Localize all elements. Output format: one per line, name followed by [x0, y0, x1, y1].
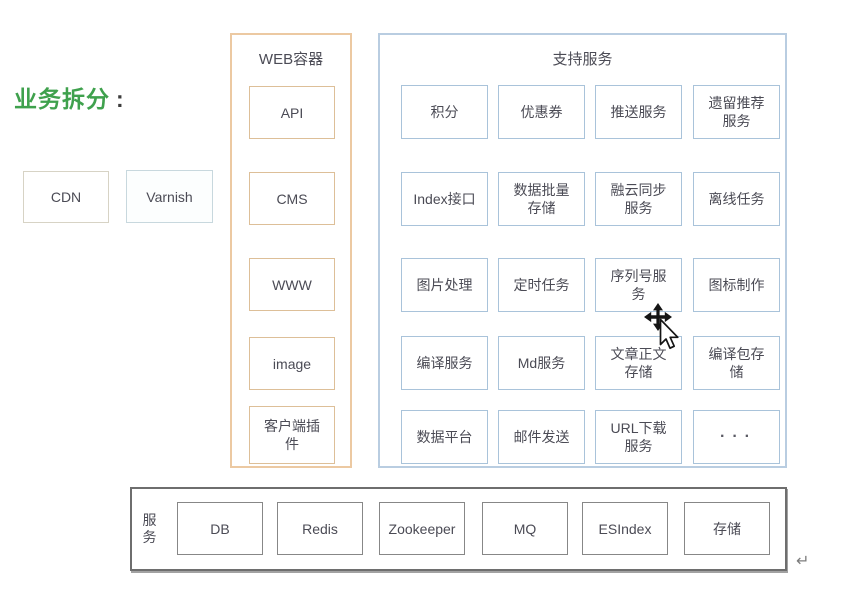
- support-box-ellipsis: ···: [693, 410, 780, 464]
- support-box-push-service: 推送服务: [595, 85, 682, 139]
- support-box-points: 积分: [401, 85, 488, 139]
- support-box-icon-making: 图标制作: [693, 258, 780, 312]
- infra-box-zookeeper: Zookeeper: [379, 502, 465, 555]
- support-box-coupon: 优惠券: [498, 85, 585, 139]
- node-cdn: CDN: [23, 171, 109, 223]
- web-box-cms: CMS: [249, 172, 335, 225]
- support-box-batch-storage: 数据批量存储: [498, 172, 585, 226]
- support-box-package-storage: 编译包存储: [693, 336, 780, 390]
- group-support-services-title: 支持服务: [552, 51, 613, 68]
- services-layer-label: 服务: [142, 512, 157, 545]
- support-box-rongcloud-sync: 融云同步服务: [595, 172, 682, 226]
- web-box-image: image: [249, 337, 335, 390]
- support-box-url-download: URL下载服务: [595, 410, 682, 464]
- group-web-container: WEB容器 API CMS WWW image 客户端插件: [230, 33, 352, 468]
- support-box-email-sending: 邮件发送: [498, 410, 585, 464]
- infra-box-storage: 存储: [684, 502, 770, 555]
- support-box-data-platform: 数据平台: [401, 410, 488, 464]
- web-box-client-plugin: 客户端插件: [249, 406, 335, 464]
- support-box-legacy-recommend: 遗留推荐服务: [693, 85, 780, 139]
- web-box-api: API: [249, 86, 335, 139]
- page-title-text: 业务拆分: [14, 86, 110, 112]
- support-box-serial-number: 序列号服务: [595, 258, 682, 312]
- support-box-compile-service: 编译服务: [401, 336, 488, 390]
- infra-box-db: DB: [177, 502, 263, 555]
- support-box-md-service: Md服务: [498, 336, 585, 390]
- support-box-article-storage: 文章正文存储: [595, 336, 682, 390]
- group-web-container-title: WEB容器: [258, 51, 324, 68]
- web-box-www: WWW: [249, 258, 335, 311]
- group-services-layer: 服务 DB Redis Zookeeper MQ ESIndex 存储: [130, 487, 787, 571]
- return-symbol: ↵: [796, 553, 810, 570]
- node-varnish: Varnish: [126, 170, 213, 223]
- infra-box-esindex: ESIndex: [582, 502, 668, 555]
- infra-box-redis: Redis: [277, 502, 363, 555]
- support-box-index-api: Index接口: [401, 172, 488, 226]
- support-box-offline-tasks: 离线任务: [693, 172, 780, 226]
- support-box-image-processing: 图片处理: [401, 258, 488, 312]
- infra-box-mq: MQ: [482, 502, 568, 555]
- support-box-cron-tasks: 定时任务: [498, 258, 585, 312]
- page-title: 业务拆分:: [14, 80, 125, 114]
- group-support-services: 支持服务 积分 优惠券 推送服务 遗留推荐服务 Index接口 数据批量存储 融…: [378, 33, 787, 468]
- page-title-colon: :: [116, 86, 125, 112]
